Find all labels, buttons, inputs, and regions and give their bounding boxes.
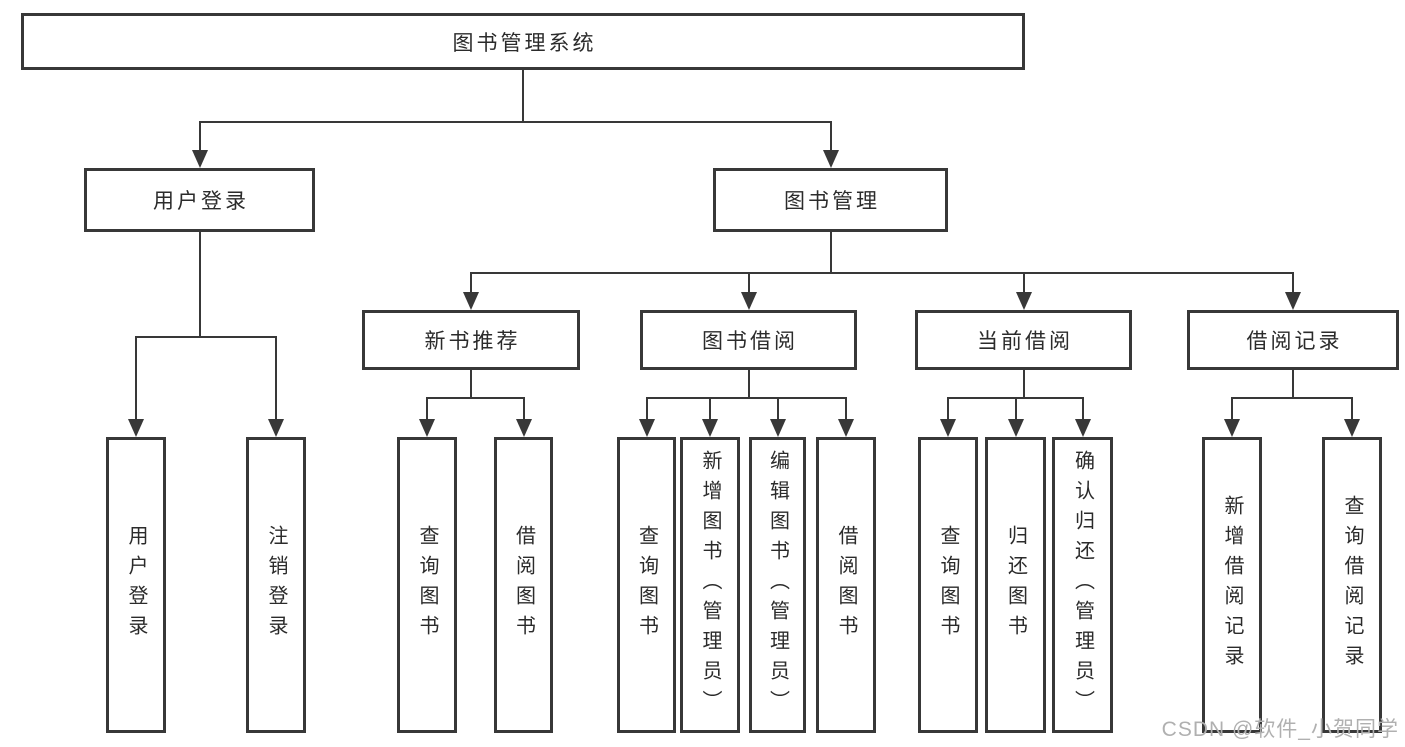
node-label: 新书推荐 <box>424 330 521 353</box>
node-root: 图书管理系统 <box>21 13 1025 70</box>
node-leaf-confirm-return: 确认归还（管理员） <box>1052 437 1113 733</box>
connector-drop <box>1292 272 1294 294</box>
arrowhead-down-icon <box>1224 419 1240 437</box>
arrowhead-down-icon <box>268 419 284 437</box>
node-leaf-return-book: 归还图书 <box>985 437 1046 733</box>
node-leaf-query-book-2: 查询图书 <box>617 437 676 733</box>
node-leaf-query-record: 查询借阅记录 <box>1322 437 1382 733</box>
node-label: 新增借阅记录 <box>1221 495 1243 675</box>
connector-drop <box>645 397 648 421</box>
connector-bus <box>426 397 525 399</box>
node-leaf-add-book: 新增图书（管理员） <box>680 437 740 733</box>
node-book-mgmt: 图书管理 <box>713 168 948 232</box>
connector-drop <box>1081 397 1084 421</box>
node-leaf-query-book-1: 查询图书 <box>397 437 457 733</box>
node-label: 查询图书 <box>937 525 959 645</box>
arrowhead-down-icon <box>1074 419 1091 437</box>
arrowhead-down-icon <box>463 292 479 310</box>
connector-drop <box>747 272 750 294</box>
node-label: 当前借阅 <box>977 330 1073 353</box>
arrowhead-down-icon <box>740 292 757 310</box>
connector-drop <box>522 397 525 421</box>
connector-drop <box>776 397 779 421</box>
connector-bus <box>645 397 847 399</box>
node-current-borrow: 当前借阅 <box>915 310 1132 370</box>
node-book-borrow: 图书借阅 <box>640 310 857 370</box>
arrowhead-down-icon <box>191 150 208 168</box>
connector-stem <box>1292 370 1294 399</box>
node-label: 查询图书 <box>635 525 658 645</box>
node-label: 编辑图书（管理员） <box>766 450 789 720</box>
arrowhead-down-icon <box>128 419 144 437</box>
connector-drop <box>829 121 832 152</box>
connector-stem <box>1022 370 1025 399</box>
node-user-login: 用户登录 <box>84 168 315 232</box>
node-label: 图书管理 <box>784 190 880 213</box>
connector-drop <box>426 397 428 421</box>
connector-drop <box>470 272 472 294</box>
node-label: 借阅图书 <box>835 525 857 645</box>
arrowhead-down-icon <box>702 419 718 437</box>
node-label: 用户登录 <box>153 190 249 213</box>
arrowhead-down-icon <box>1285 292 1301 310</box>
node-leaf-borrow-book-1: 借阅图书 <box>494 437 553 733</box>
arrowhead-down-icon <box>769 419 786 437</box>
connector-drop <box>1351 397 1353 421</box>
node-new-book-rec: 新书推荐 <box>362 310 580 370</box>
arrowhead-down-icon <box>822 150 839 168</box>
node-label: 注销登录 <box>265 525 287 645</box>
node-borrow-record: 借阅记录 <box>1187 310 1399 370</box>
connector-drop <box>1014 397 1017 421</box>
connector-bus <box>198 121 832 123</box>
connector-drop <box>947 397 949 421</box>
connector-drop <box>1022 272 1025 294</box>
arrowhead-down-icon <box>1344 419 1360 437</box>
connector-bus <box>135 336 277 338</box>
connector-stem <box>198 232 201 338</box>
node-label: 确认归还（管理员） <box>1071 450 1094 720</box>
node-label: 查询借阅记录 <box>1341 495 1363 675</box>
node-leaf-query-book-3: 查询图书 <box>918 437 978 733</box>
connector-drop <box>1231 397 1233 421</box>
connector-drop <box>135 336 137 421</box>
node-leaf-edit-book: 编辑图书（管理员） <box>749 437 806 733</box>
node-leaf-add-record: 新增借阅记录 <box>1202 437 1262 733</box>
node-leaf-logout: 注销登录 <box>246 437 306 733</box>
node-leaf-user-login: 用户登录 <box>106 437 166 733</box>
connector-stem <box>829 232 832 274</box>
node-label: 借阅记录 <box>1246 330 1343 353</box>
connector-bus <box>470 272 1294 274</box>
arrowhead-down-icon <box>638 419 655 437</box>
arrowhead-down-icon <box>1015 292 1032 310</box>
node-label: 用户登录 <box>125 525 147 645</box>
node-label: 借阅图书 <box>512 525 535 645</box>
connector-stem <box>747 370 750 399</box>
connector-bus <box>1231 397 1353 399</box>
node-label: 查询图书 <box>416 525 438 645</box>
node-label: 图书管理系统 <box>452 31 597 55</box>
arrowhead-down-icon <box>1007 419 1024 437</box>
connector-drop <box>709 397 711 421</box>
connector-stem <box>522 70 524 123</box>
arrowhead-down-icon <box>838 419 854 437</box>
node-label: 归还图书 <box>1004 525 1027 645</box>
arrowhead-down-icon <box>419 419 435 437</box>
connector-drop <box>845 397 847 421</box>
node-label: 新增图书（管理员） <box>699 450 721 720</box>
arrowhead-down-icon <box>515 419 532 437</box>
node-leaf-borrow-book-2: 借阅图书 <box>816 437 876 733</box>
connector-drop <box>198 121 201 152</box>
connector-stem <box>470 370 472 399</box>
connector-drop <box>275 336 277 421</box>
node-label: 图书借阅 <box>702 330 798 353</box>
arrowhead-down-icon <box>940 419 956 437</box>
